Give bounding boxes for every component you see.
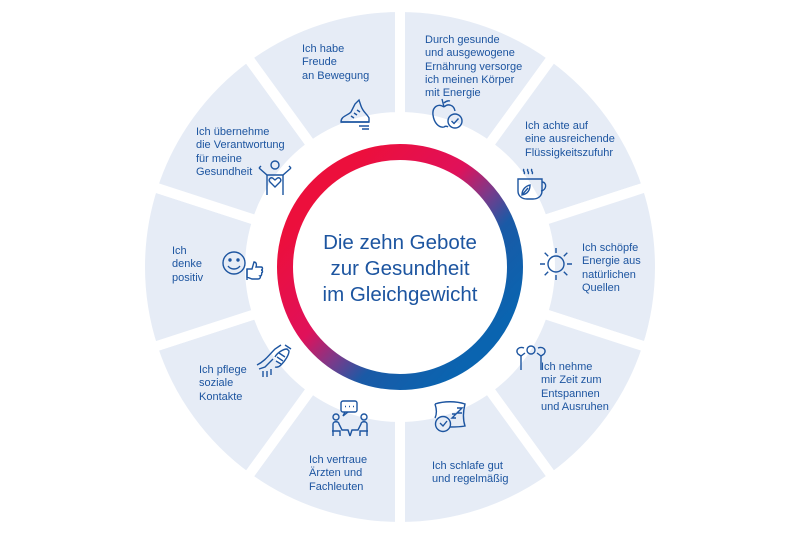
person-heart-icon: [257, 160, 293, 201]
sun-icon: [538, 246, 574, 287]
gradient-ring: [277, 144, 523, 390]
tea-cup-icon: [514, 167, 550, 208]
relaxing-person-icon: [513, 342, 549, 379]
segment-label-doctors: Ich vertraue Ärzten und Fachleuten: [309, 454, 368, 493]
segment-label-hydration: Ich achte auf eine ausreichende Flüssigk…: [525, 120, 615, 159]
diagram-title: Die zehn Gebote zur Gesundheit im Gleich…: [322, 231, 478, 306]
segment-label-social: Ich pflege soziale Kontakte: [199, 364, 247, 403]
segment-label-movement: Ich habe Freude an Bewegung: [302, 43, 370, 82]
segment-label-responsibility: Ich übernehme die Verantwortung für mein…: [196, 126, 285, 178]
segment-label-nutrition: Durch gesunde und ausgewogene Ernährung …: [425, 34, 523, 100]
segment-label-positive: Ich denke positiv: [172, 245, 204, 284]
wheel-segment: [240, 1, 405, 153]
segment-label-nature: Ich schöpfe Energie aus natürlichen Quel…: [582, 242, 641, 294]
consultation-icon: [331, 400, 371, 445]
segment-label-sleep: Ich schlafe gut und regelmäßig: [432, 460, 509, 486]
segment-label-relaxation: Ich nehme mir Zeit zum Entspannen und Au…: [541, 361, 609, 413]
apple-check-icon: [430, 97, 466, 138]
smiley-thumbs-up-icon: [221, 249, 265, 288]
shoe-icon: [337, 98, 373, 135]
handshake-icon: [255, 343, 293, 384]
pillow-clock-icon: [432, 400, 468, 441]
